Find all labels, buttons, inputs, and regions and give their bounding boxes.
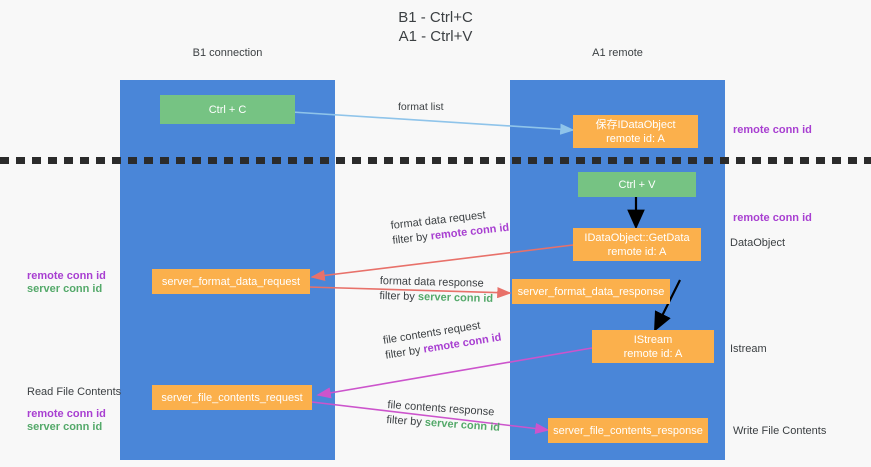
edge-label-format-data-response-filter-id: server conn id (417, 291, 494, 305)
edge-label-format-data-response-text: format data response (379, 274, 484, 290)
edge-label-format-data-response: format data response filter by server co… (379, 274, 493, 307)
edge-label-file-contents-response-filter-id: server conn id (424, 416, 501, 434)
annotation-left-server-conn-id-2: server conn id (27, 421, 103, 433)
edge-label-file-contents-response: file contents response filter by server … (386, 398, 502, 436)
edge-label-file-contents-response-filter-prefix: filter by (386, 413, 426, 429)
swimlane-header-b1: B1 connection (192, 47, 263, 59)
edge-label-file-contents-request: file contents request filter by remote c… (382, 316, 503, 364)
edge-label-file-contents-request-filter-prefix: filter by (384, 343, 425, 362)
node-save-idataobject[interactable]: 保存IDataObject remote id: A (573, 115, 698, 148)
annotation-write-file-contents: Write File Contents (733, 425, 827, 437)
annotation-left-remote-conn-id-1: remote conn id (27, 270, 106, 282)
node-ctrl-c[interactable]: Ctrl + C (160, 95, 295, 124)
annotation-dataobject: DataObject (730, 237, 786, 249)
node-server-file-contents-response[interactable]: server_file_contents_response (548, 418, 708, 443)
annotation-left-remote-conn-id-2: remote conn id (27, 408, 106, 420)
node-istream[interactable]: IStream remote id: A (592, 330, 714, 363)
node-server-format-data-request[interactable]: server_format_data_request (152, 269, 310, 294)
annotation-left-server-conn-id-1: server conn id (27, 283, 103, 295)
annotation-read-file-contents: Read File Contents (27, 386, 122, 398)
edge-label-format-data-request: format data request filter by remote con… (390, 206, 510, 249)
node-server-format-data-response[interactable]: server_format_data_response (512, 279, 670, 304)
node-server-file-contents-request[interactable]: server_file_contents_request (152, 385, 312, 410)
edge-label-format-data-response-filter-prefix: filter by (379, 289, 419, 303)
node-ctrl-v[interactable]: Ctrl + V (578, 172, 696, 197)
annotation-remote-conn-id-mid: remote conn id (733, 212, 812, 224)
edge-label-format-data-request-filter-prefix: filter by (391, 230, 432, 247)
annotation-remote-conn-id-top: remote conn id (733, 124, 812, 136)
node-idataobject-getdata[interactable]: IDataObject::GetData remote id: A (573, 228, 701, 261)
edge-label-format-list: format list (398, 101, 444, 113)
annotation-istream: Istream (730, 343, 767, 355)
swimlane-header-a1: A1 remote (592, 47, 643, 59)
section-divider (0, 157, 871, 164)
page-title: B1 - Ctrl+C A1 - Ctrl+V (398, 9, 473, 45)
